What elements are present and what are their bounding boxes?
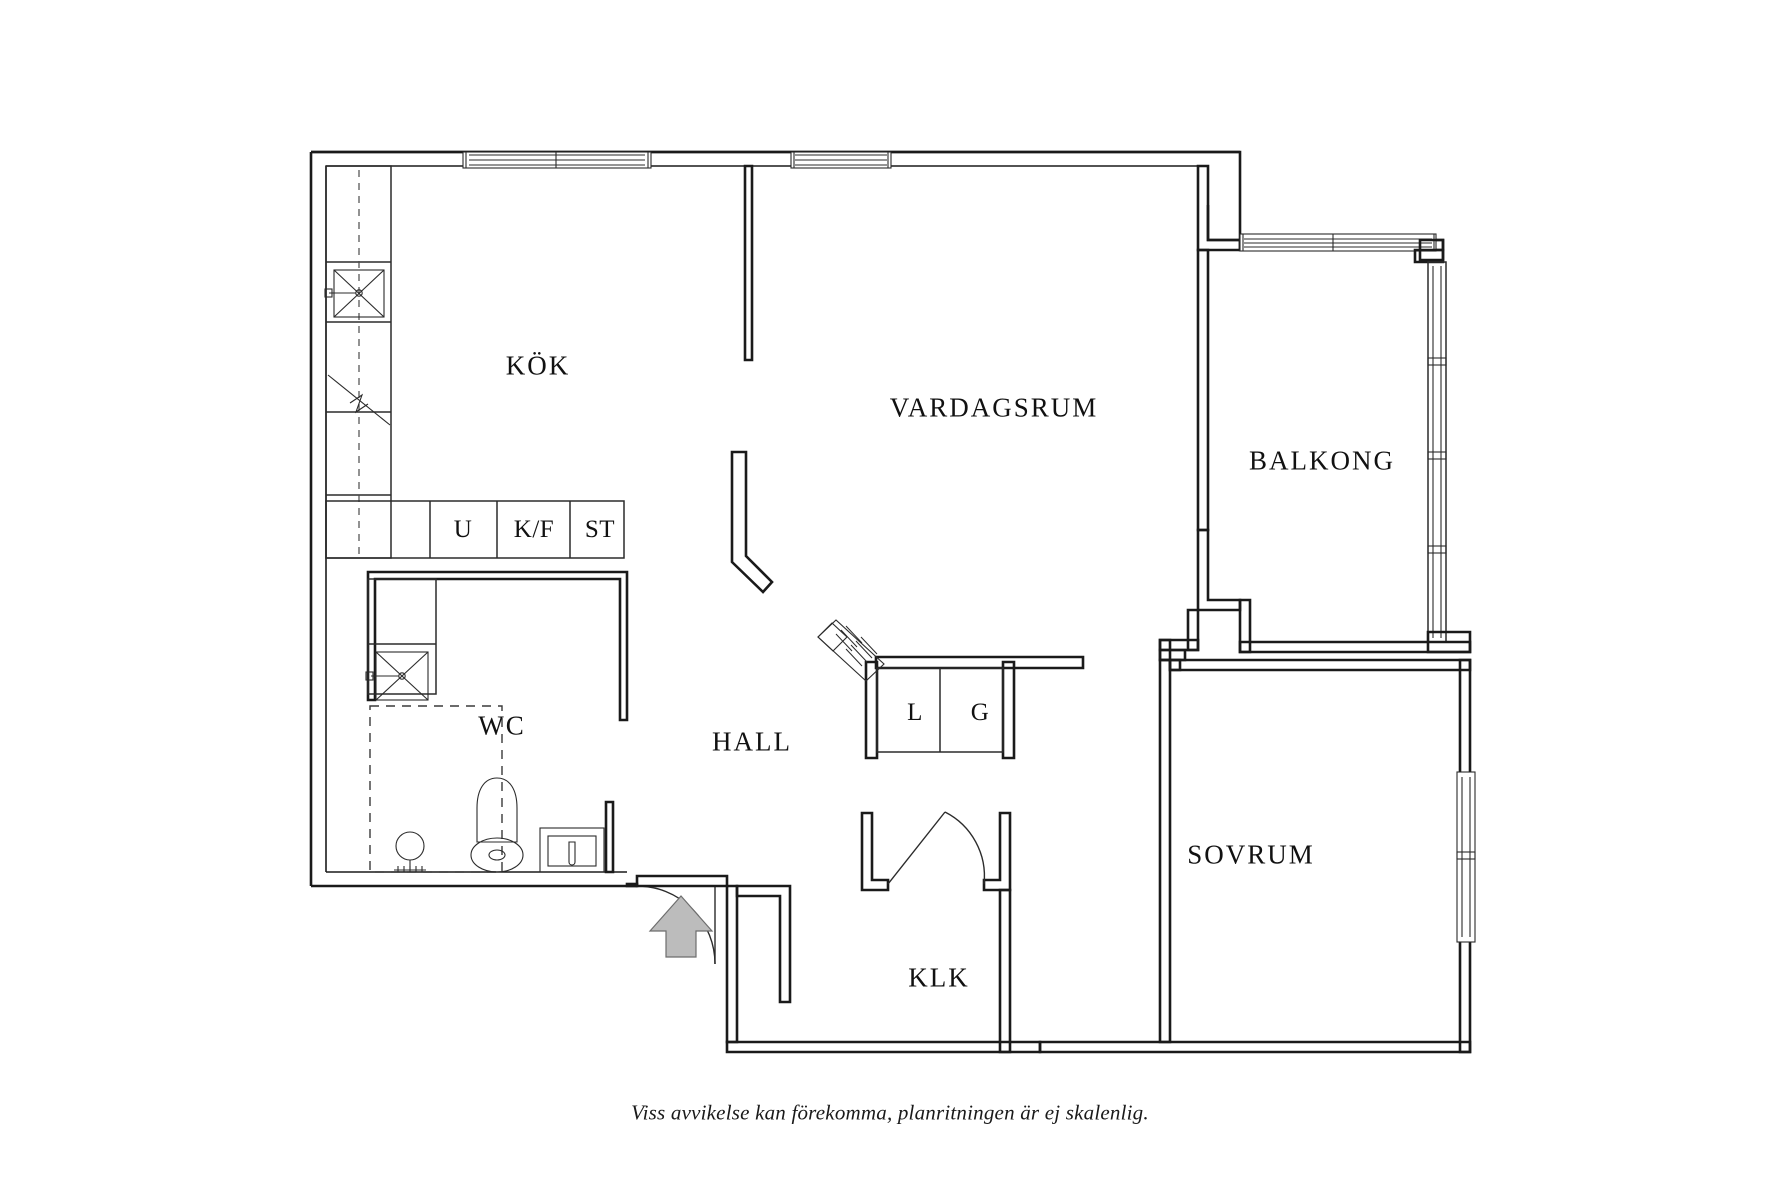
room-label-balkong: BALKONG	[1249, 445, 1395, 476]
laundry-cabinet-group	[817, 619, 1085, 760]
wc-ventilation-icon	[365, 578, 437, 701]
room-label-klk: KLK	[908, 962, 970, 993]
cabinet-label-st: ST	[584, 516, 616, 543]
kitchen-sink-icon	[324, 269, 385, 318]
wc-room	[365, 570, 629, 874]
shower-enclosure-icon	[369, 705, 503, 873]
stove-icon	[327, 374, 391, 426]
kitchen-cabinets-west	[324, 165, 392, 559]
room-label-hall: HALL	[712, 726, 792, 757]
livingroom-window-icon	[790, 151, 892, 169]
cabinet-label-u: U	[453, 516, 473, 543]
bedroom-window-icon	[1456, 771, 1476, 943]
kitchen-living-partition	[743, 164, 754, 362]
balcony-area	[1238, 233, 1472, 654]
livingroom-balcony-wall	[1158, 164, 1242, 662]
kitchen-cabinets-south	[325, 500, 625, 559]
washbasin-icon	[539, 827, 605, 873]
room-label-kok: KÖK	[505, 350, 571, 381]
room-label-wc: WC	[478, 710, 526, 741]
cabinet-label-kf: K/F	[513, 516, 555, 543]
hall-wall-stubs	[730, 450, 774, 594]
hall-south-walls	[635, 874, 729, 888]
balcony-glass-railing	[1427, 261, 1447, 643]
plan-disclaimer-caption: Viss avvikelse kan förekomma, planritnin…	[631, 1100, 1149, 1125]
hall-bedroom-wall	[1158, 648, 1187, 1044]
sovrum-room	[1038, 658, 1476, 1054]
toilet-icon	[470, 777, 524, 873]
cabinet-label-g: G	[970, 699, 990, 726]
klk-room	[725, 811, 1042, 1054]
cabinet-label-l: L	[907, 699, 923, 726]
floor-drain-icon	[394, 831, 426, 872]
room-label-sovrum: SOVRUM	[1187, 839, 1315, 870]
kitchen-window-icon	[462, 151, 652, 169]
window-group-north	[462, 151, 892, 169]
hanging-rail-icon	[817, 619, 885, 682]
entry-arrow-icon	[648, 895, 714, 958]
balcony-window-icon	[1239, 233, 1437, 252]
room-label-vardagsrum: VARDAGSRUM	[889, 392, 1099, 423]
entrance-door-group	[625, 882, 716, 965]
apartment-outer-walls	[309, 150, 1242, 888]
